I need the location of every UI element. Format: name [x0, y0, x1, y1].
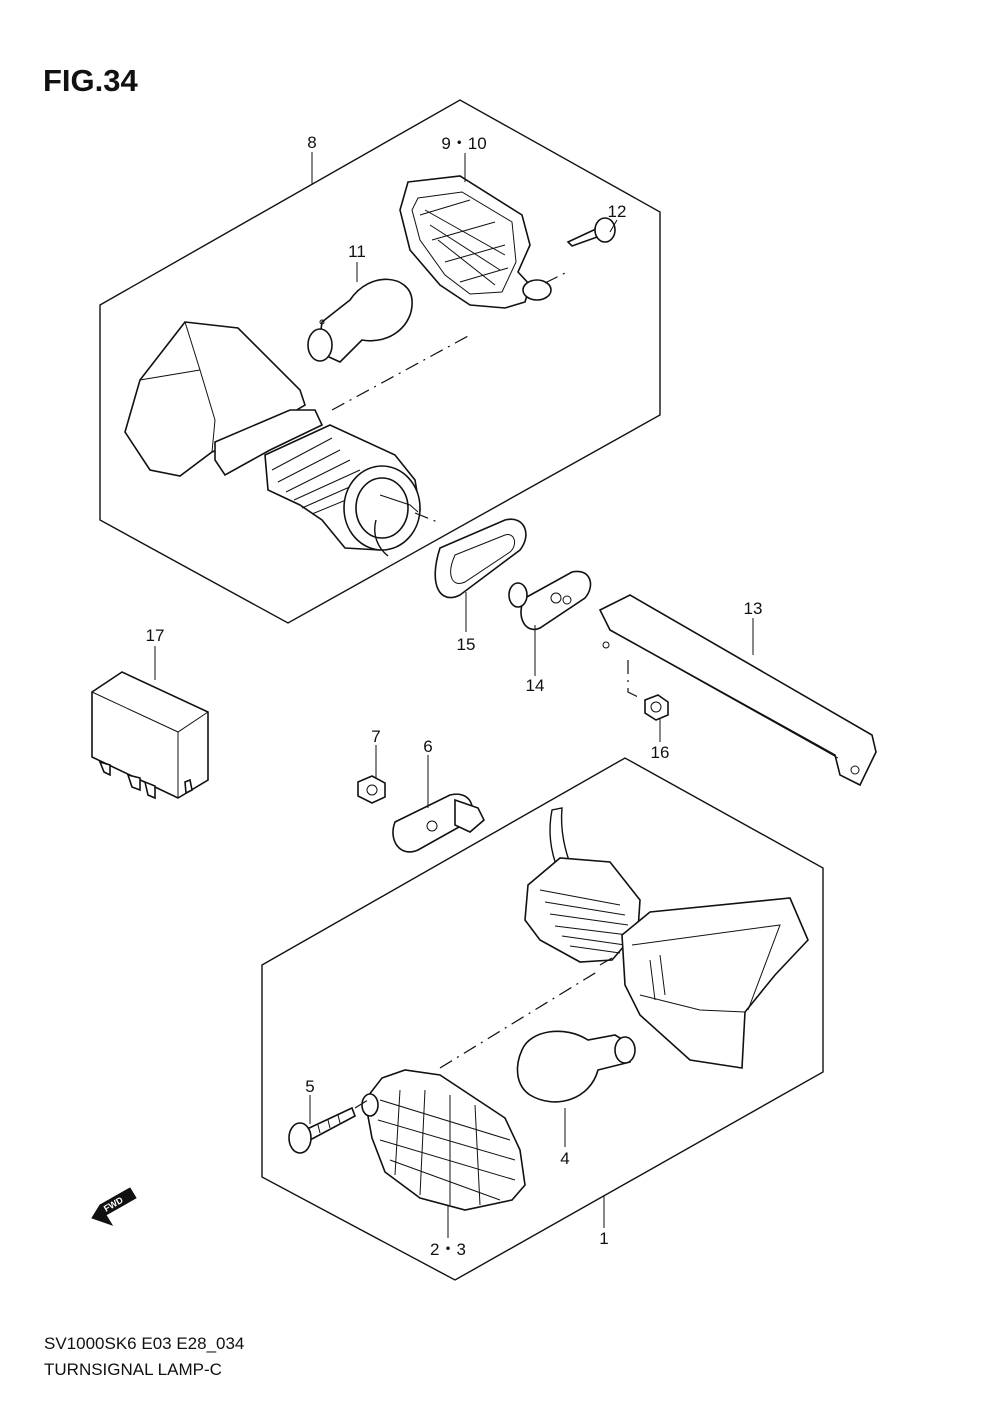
callout-8: 8 — [307, 133, 316, 152]
callout-labels: 8 9・10 12 11 17 13 15 14 7 6 16 5 4 2・3 … — [146, 133, 763, 1259]
alignment-line — [439, 969, 601, 1069]
callout-4: 4 — [560, 1149, 569, 1168]
bracket-13 — [598, 594, 877, 787]
model-code: SV1000SK6 E03 E28_034 — [44, 1334, 244, 1353]
screw-12 — [566, 217, 616, 247]
forward-direction-arrow-icon: FWD — [91, 1187, 137, 1226]
gasket-15 — [434, 518, 527, 599]
callout-12: 12 — [608, 202, 627, 221]
callout-2-3: 2・3 — [430, 1240, 466, 1259]
lens-9-10 — [399, 175, 552, 309]
bulb-4 — [516, 1030, 636, 1103]
lens-2-3 — [361, 1069, 526, 1211]
callout-13: 13 — [744, 599, 763, 618]
mount-plate-14 — [508, 570, 592, 631]
callout-15: 15 — [457, 635, 476, 654]
rear-turnsignal-housing — [524, 807, 809, 1069]
callout-16: 16 — [651, 743, 670, 762]
bulb-11 — [307, 278, 413, 363]
alignment-line — [627, 660, 641, 699]
alignment-line — [414, 512, 441, 524]
nut-7 — [357, 775, 386, 804]
callout-17: 17 — [146, 626, 165, 645]
callout-7: 7 — [371, 727, 380, 746]
alignment-line — [599, 957, 613, 966]
callout-11: 11 — [348, 242, 366, 261]
upper-assembly-outline — [99, 99, 661, 624]
callout-1: 1 — [599, 1229, 608, 1248]
callout-6: 6 — [423, 737, 432, 756]
screw-5 — [288, 1106, 356, 1154]
callout-9-10: 9・10 — [441, 134, 486, 153]
figure-title: FIG.34 — [43, 63, 139, 98]
callout-leaders — [154, 152, 754, 1238]
relay-17 — [91, 671, 209, 800]
alignment-line — [544, 272, 566, 284]
mount-plate-6 — [392, 793, 485, 853]
callout-14: 14 — [526, 676, 545, 695]
callout-5: 5 — [305, 1077, 314, 1096]
section-name: TURNSIGNAL LAMP-C — [44, 1360, 222, 1379]
nut-16 — [644, 694, 669, 721]
lower-assembly-outline — [261, 757, 824, 1281]
front-turnsignal-housing — [124, 321, 421, 557]
alignment-line — [354, 1099, 369, 1109]
